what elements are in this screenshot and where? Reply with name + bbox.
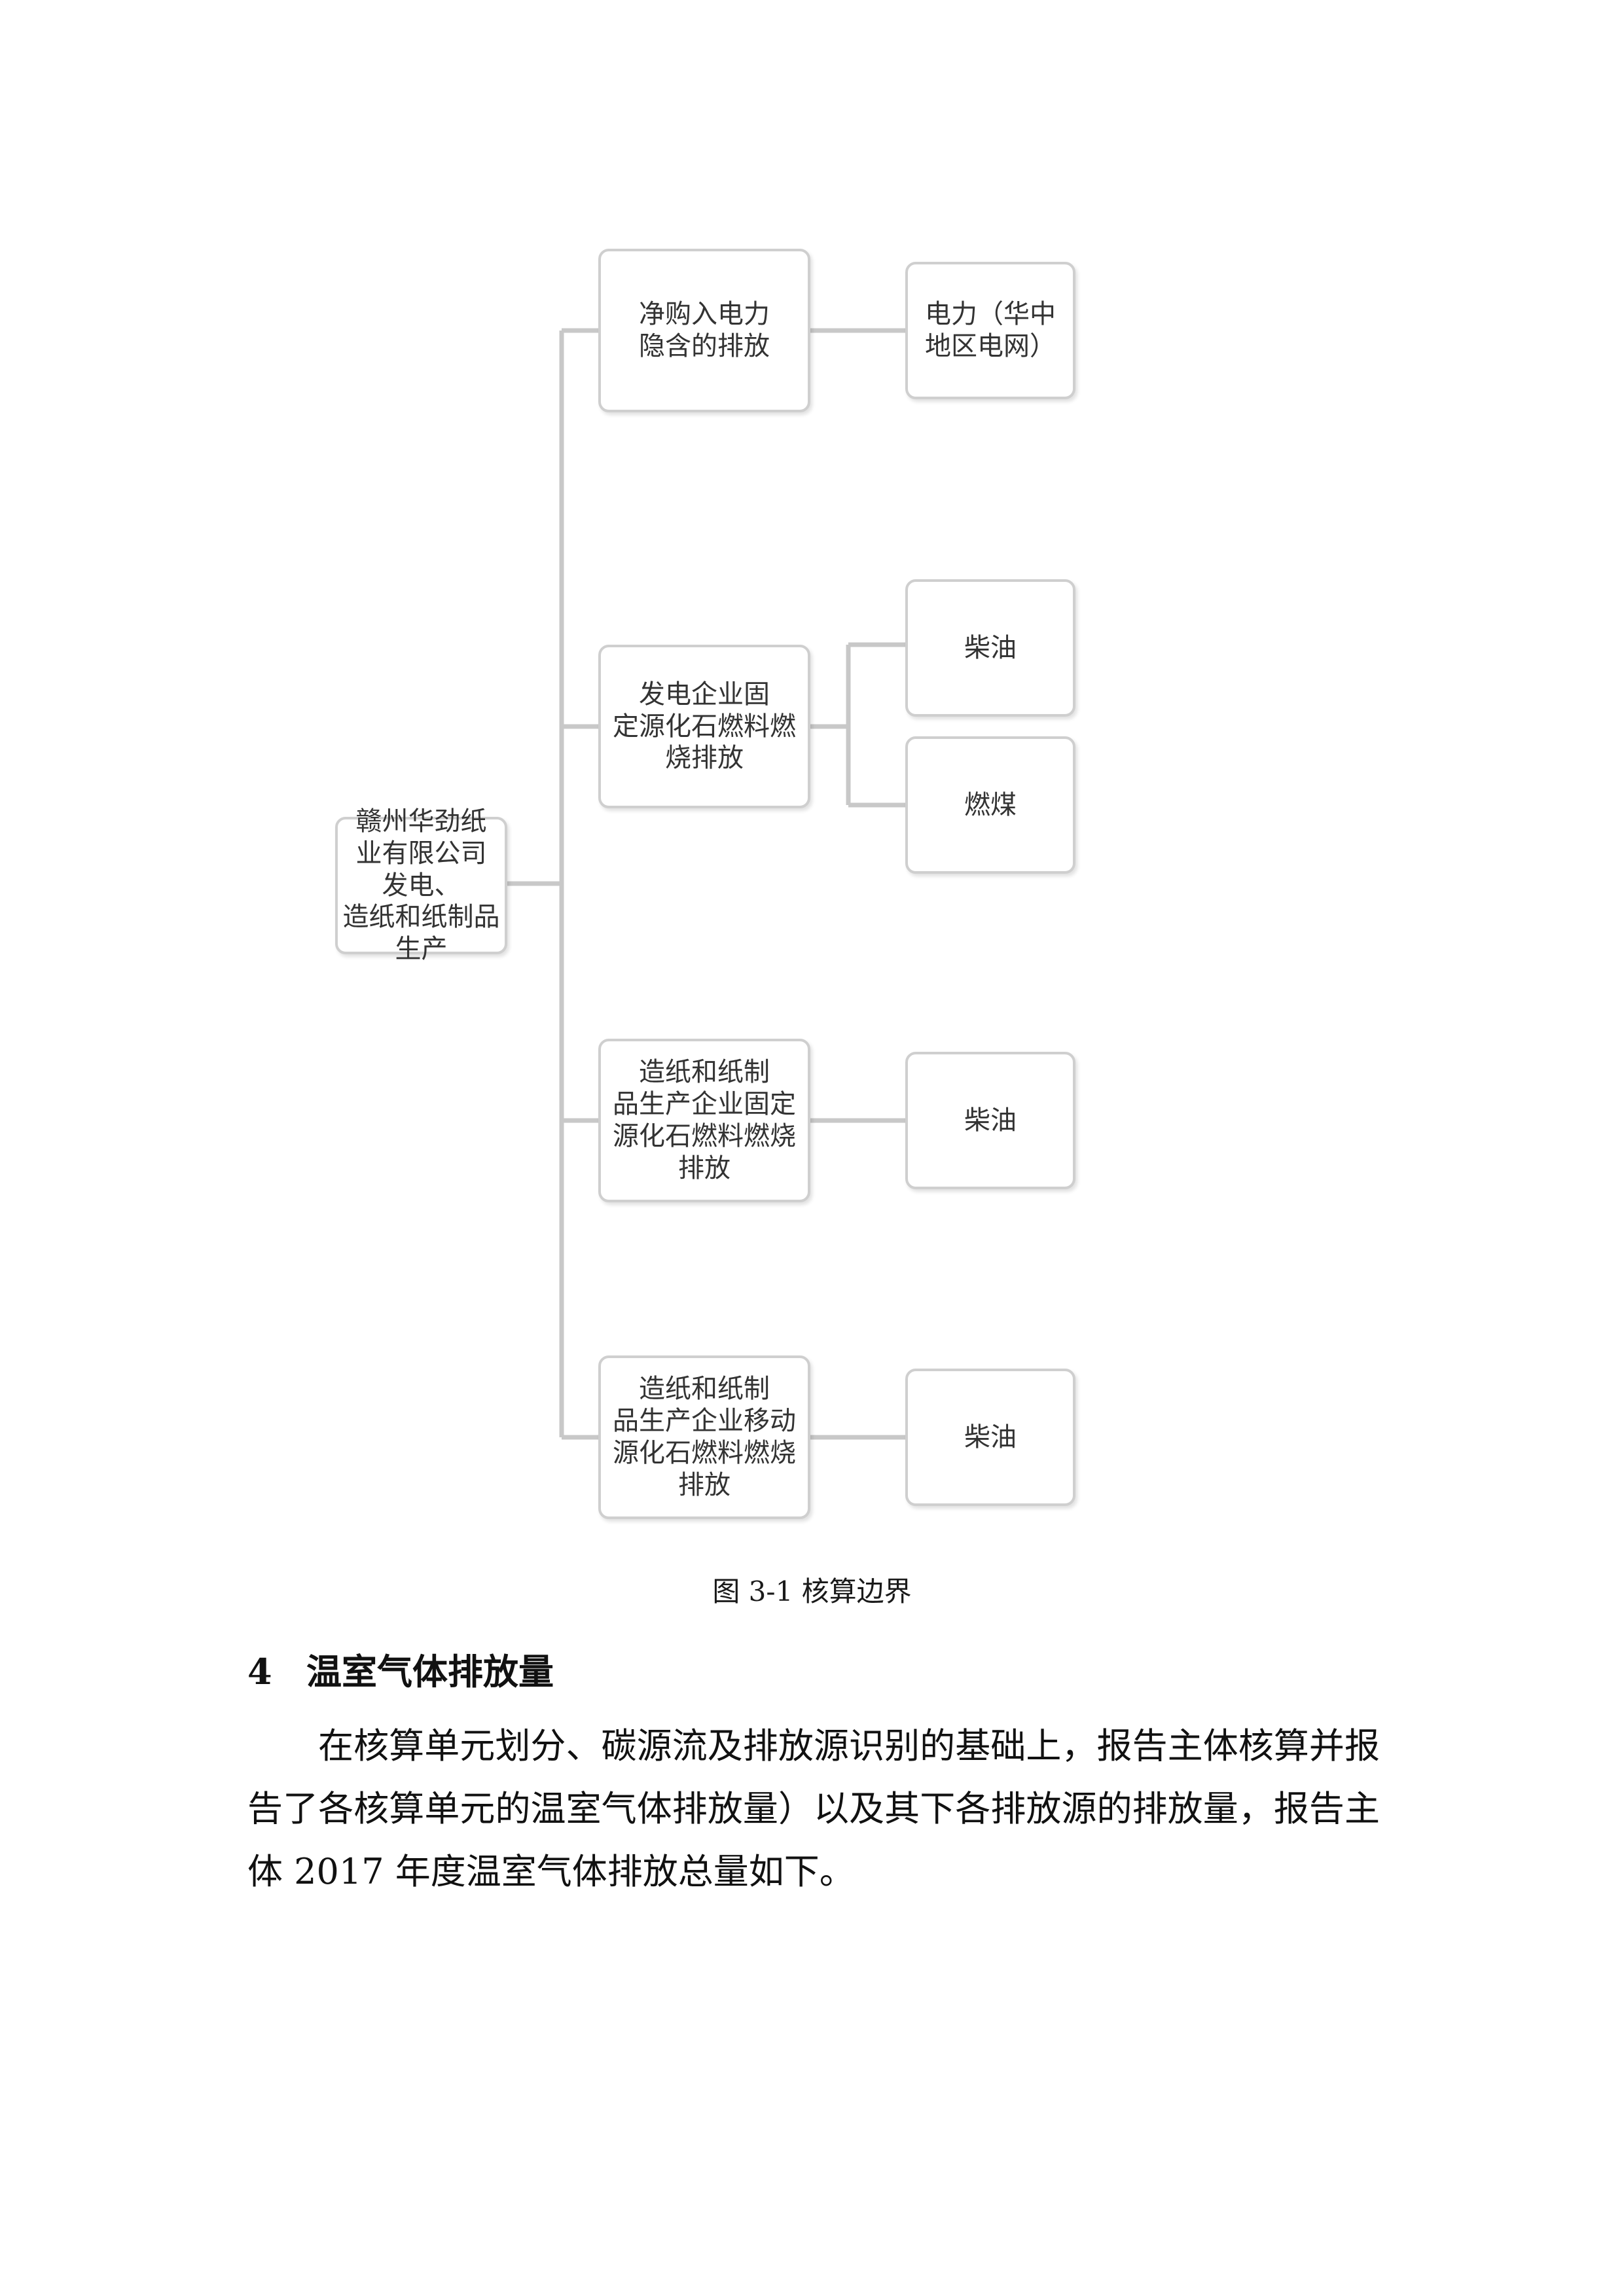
branch-node-purchased-electricity: 净购入电力 隐含的排放: [598, 249, 810, 412]
leaf-node-diesel: 柴油: [905, 1052, 1075, 1189]
body-paragraph: 在核算单元划分、碳源流及排放源识别的基础上，报告主体核算并报告了各核算单元的温室…: [247, 1725, 1380, 1892]
branch-node-power-stationary-combustion: 发电企业固 定源化石燃料燃 烧排放: [598, 645, 810, 808]
leaf-node-label: 柴油: [964, 1422, 1017, 1452]
root-node: 赣州华劲纸 业有限公司 发电、 造纸和纸制品生产: [335, 806, 507, 964]
branch-node-label: 净购入电力 隐含的排放: [639, 299, 770, 361]
section-number: 4: [247, 1651, 272, 1693]
figure-caption: 图 3-1 核算边界: [712, 1575, 912, 1607]
leaf-node-label: 柴油: [964, 1105, 1017, 1136]
branch-node-paper-stationary-combustion: 造纸和纸制 品生产企业固定 源化石燃料燃烧 排放: [598, 1039, 810, 1202]
section-heading: 4 温室气体排放量: [247, 1643, 554, 1695]
leaf-node-diesel: 柴油: [905, 1369, 1075, 1506]
leaf-node-coal: 燃煤: [905, 736, 1075, 874]
root-node-label: 赣州华劲纸 业有限公司 发电、 造纸和纸制品生产: [342, 806, 500, 965]
section-title: 温室气体排放量: [306, 1651, 554, 1693]
branch-node-label: 造纸和纸制 品生产企业移动 源化石燃料燃烧 排放: [613, 1374, 796, 1500]
branch-node-label: 造纸和纸制 品生产企业固定 源化石燃料燃烧 排放: [613, 1057, 796, 1183]
accounting-boundary-diagram: 赣州华劲纸 业有限公司 发电、 造纸和纸制品生产 净购入电力 隐含的排放 电力（…: [335, 249, 1075, 1519]
leaf-node-label: 电力（华中 地区电网）: [925, 299, 1056, 361]
leaf-node-label: 燃煤: [964, 789, 1017, 820]
branch-node-paper-mobile-combustion: 造纸和纸制 品生产企业移动 源化石燃料燃烧 排放: [598, 1355, 810, 1519]
leaf-node-label: 柴油: [964, 632, 1017, 663]
branch-node-label: 发电企业固 定源化石燃料燃 烧排放: [613, 679, 796, 774]
leaf-node-grid-electricity: 电力（华中 地区电网）: [905, 262, 1075, 399]
diagram-connectors: [507, 328, 905, 1440]
leaf-node-diesel: 柴油: [905, 579, 1075, 717]
